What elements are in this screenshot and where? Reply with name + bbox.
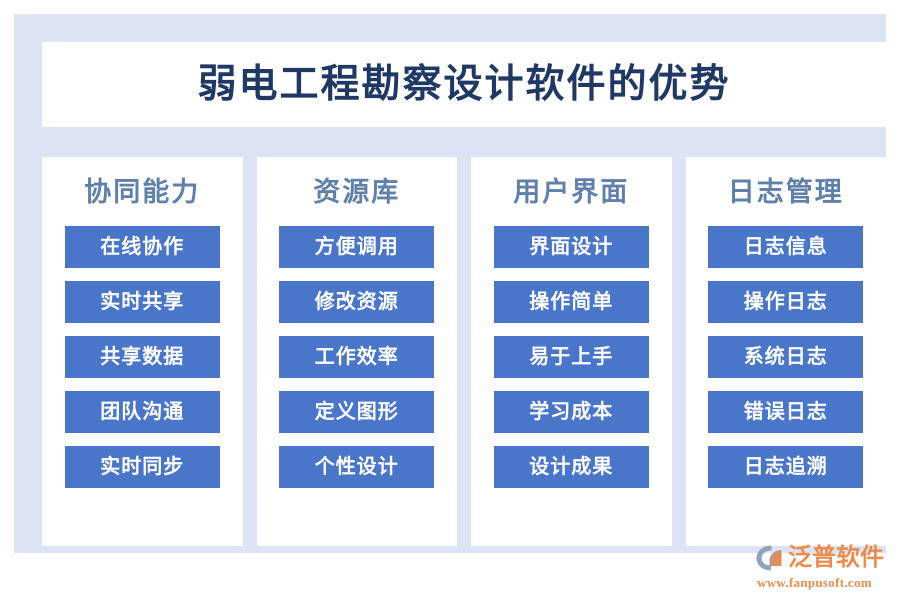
column-user-interface: 用户界面 界面设计 操作简单 易于上手 学习成本 设计成果	[471, 157, 672, 546]
chip-item[interactable]: 学习成本	[493, 391, 649, 434]
brand-name: 泛普软件	[788, 545, 884, 571]
chip-list: 在线协作 实时共享 共享数据 团队沟通 实时同步	[58, 226, 227, 489]
chip-item[interactable]: 错误日志	[708, 391, 864, 434]
columns-container: 协同能力 在线协作 实时共享 共享数据 团队沟通 实时同步 资源库 方便调用 修…	[42, 157, 886, 546]
column-collaboration: 协同能力 在线协作 实时共享 共享数据 团队沟通 实时同步	[42, 157, 243, 546]
column-header: 日志管理	[727, 177, 844, 207]
brand-watermark: 泛普软件 www.fanpusoft.com	[755, 543, 890, 591]
chip-item[interactable]: 日志追溯	[708, 446, 864, 489]
brand-row: 泛普软件	[755, 543, 884, 573]
column-header: 资源库	[313, 177, 401, 207]
column-log-management: 日志管理 日志信息 操作日志 系统日志 错误日志 日志追溯	[685, 157, 886, 546]
brand-url: www.fanpusoft.com	[757, 575, 872, 590]
chip-item[interactable]: 定义图形	[279, 391, 435, 434]
chip-item[interactable]: 设计成果	[493, 446, 649, 489]
chip-item[interactable]: 实时共享	[64, 281, 220, 324]
chip-item[interactable]: 在线协作	[64, 226, 220, 269]
chip-item[interactable]: 操作简单	[493, 281, 649, 324]
column-header: 协同能力	[84, 177, 201, 207]
content-panel: 弱电工程勘察设计软件的优势 协同能力 在线协作 实时共享 共享数据 团队沟通 实…	[14, 14, 886, 553]
chip-item[interactable]: 共享数据	[64, 336, 220, 379]
page-title: 弱电工程勘察设计软件的优势	[197, 63, 731, 106]
chip-list: 界面设计 操作简单 易于上手 学习成本 设计成果	[487, 226, 656, 489]
title-card: 弱电工程勘察设计软件的优势	[42, 42, 886, 127]
chip-item[interactable]: 工作效率	[279, 336, 435, 379]
chip-list: 方便调用 修改资源 工作效率 定义图形 个性设计	[273, 226, 442, 489]
chip-item[interactable]: 方便调用	[279, 226, 435, 269]
chip-list: 日志信息 操作日志 系统日志 错误日志 日志追溯	[702, 226, 871, 489]
column-header: 用户界面	[513, 177, 630, 207]
chip-item[interactable]: 界面设计	[493, 226, 649, 269]
chip-item[interactable]: 修改资源	[279, 281, 435, 324]
chip-item[interactable]: 系统日志	[708, 336, 864, 379]
chip-item[interactable]: 易于上手	[493, 336, 649, 379]
chip-item[interactable]: 操作日志	[708, 281, 864, 324]
column-resource-library: 资源库 方便调用 修改资源 工作效率 定义图形 个性设计	[256, 157, 457, 546]
chip-item[interactable]: 日志信息	[708, 226, 864, 269]
chip-item[interactable]: 实时同步	[64, 446, 220, 489]
chip-item[interactable]: 团队沟通	[64, 391, 220, 434]
chip-item[interactable]: 个性设计	[279, 446, 435, 489]
fanpu-swoosh-icon	[756, 545, 782, 571]
